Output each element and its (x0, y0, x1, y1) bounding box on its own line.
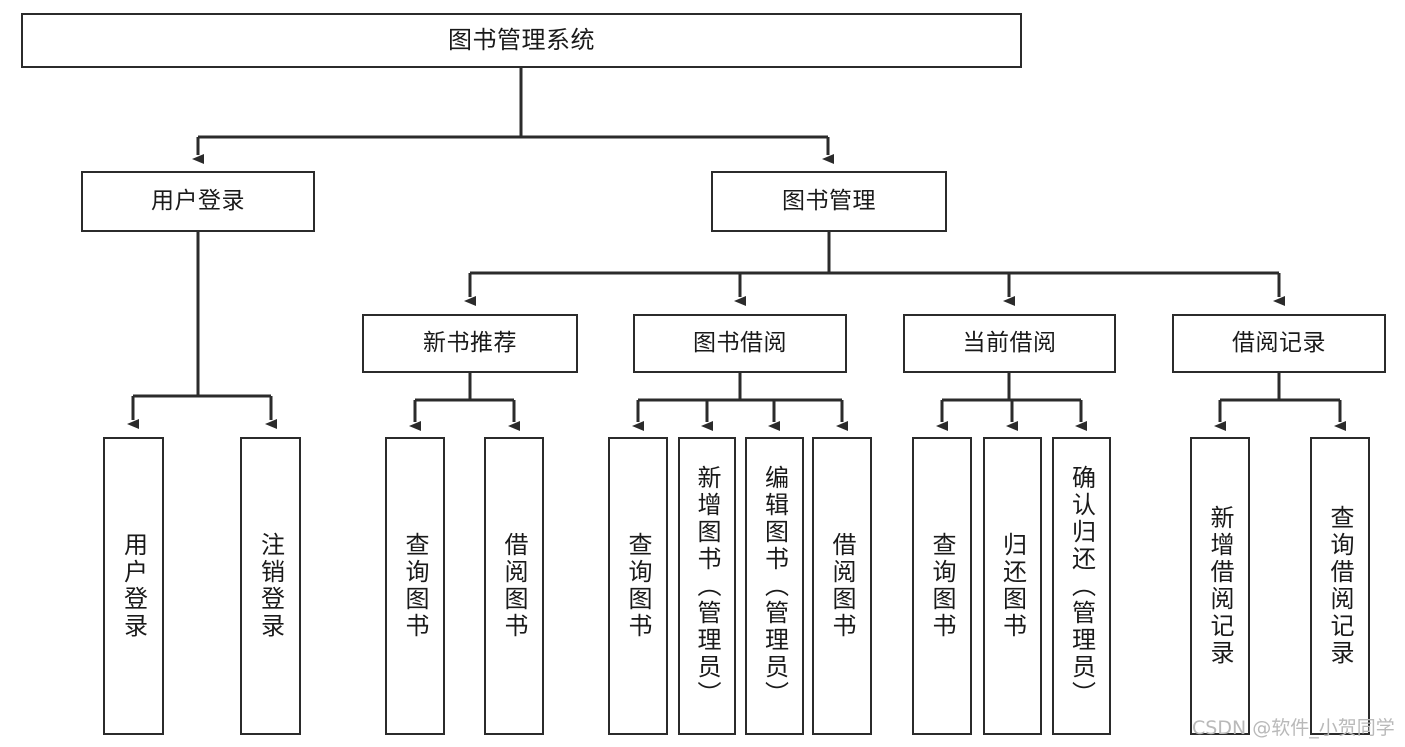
leaf-lend-books[interactable]: 借阅图书 (812, 437, 872, 735)
node-label: 当前借阅 (962, 329, 1057, 356)
node-label: 查询图书 (401, 532, 429, 640)
leaf-add-borrow-record[interactable]: 新增借阅记录 (1190, 437, 1250, 735)
node-label: 图书借阅 (693, 329, 787, 356)
node-label: 借阅图书 (828, 532, 856, 640)
node-label: 图书管理系统 (448, 26, 595, 55)
node-label: 查询图书 (928, 532, 956, 640)
watermark-text: CSDN @软件_小贺同学 (1192, 717, 1395, 739)
node-label: 新增借阅记录 (1206, 505, 1234, 667)
node-label: 新增图书（管理员） (693, 464, 721, 708)
leaf-confirm-return-admin[interactable]: 确认归还（管理员） (1052, 437, 1111, 735)
leaf-query-books-current[interactable]: 查询图书 (912, 437, 972, 735)
leaf-borrow-books-new[interactable]: 借阅图书 (484, 437, 544, 735)
node-label: 归还图书 (998, 532, 1027, 640)
node-label: 用户登录 (151, 187, 245, 214)
node-label: 注销登录 (256, 532, 285, 640)
leaf-user-login[interactable]: 用户登录 (103, 437, 164, 735)
node-label: 借阅记录 (1232, 329, 1326, 356)
node-label: 查询图书 (624, 532, 652, 640)
node-book-management[interactable]: 图书管理 (711, 171, 947, 232)
node-label: 图书管理 (782, 187, 876, 214)
node-label: 查询借阅记录 (1326, 505, 1354, 667)
node-label: 确认归还（管理员） (1067, 464, 1096, 708)
leaf-user-logout[interactable]: 注销登录 (240, 437, 301, 735)
leaf-edit-book-admin[interactable]: 编辑图书（管理员） (745, 437, 804, 735)
leaf-query-borrow-record[interactable]: 查询借阅记录 (1310, 437, 1370, 735)
node-label: 用户登录 (119, 532, 148, 640)
node-label: 借阅图书 (500, 532, 528, 640)
node-label: 编辑图书（管理员） (760, 464, 789, 708)
leaf-return-books[interactable]: 归还图书 (983, 437, 1042, 735)
leaf-add-book-admin[interactable]: 新增图书（管理员） (678, 437, 736, 735)
node-book-borrowing[interactable]: 图书借阅 (633, 314, 847, 373)
node-root-system[interactable]: 图书管理系统 (21, 13, 1022, 68)
node-user-login[interactable]: 用户登录 (81, 171, 315, 232)
node-label: 新书推荐 (423, 329, 517, 356)
leaf-query-books-borrow[interactable]: 查询图书 (608, 437, 668, 735)
node-current-borrowing[interactable]: 当前借阅 (903, 314, 1116, 373)
node-new-book-recommendation[interactable]: 新书推荐 (362, 314, 578, 373)
leaf-query-books-new[interactable]: 查询图书 (385, 437, 445, 735)
node-borrow-records[interactable]: 借阅记录 (1172, 314, 1386, 373)
